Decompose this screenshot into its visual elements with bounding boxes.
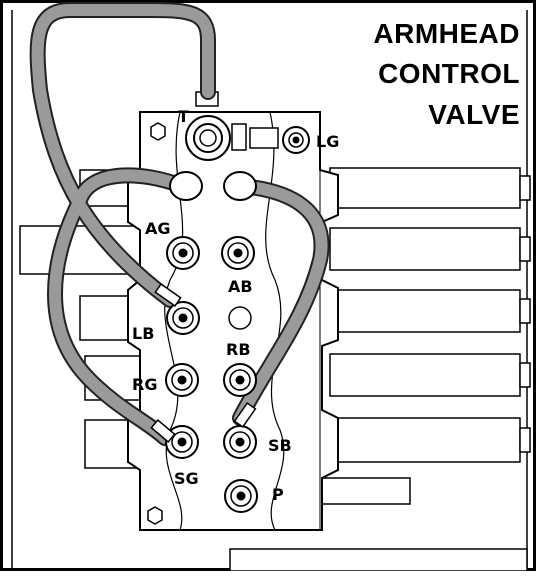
label-rg: RG [132, 375, 157, 394]
label-ab: AB [228, 277, 253, 296]
label-t: T [178, 107, 189, 126]
label-sg: SG [174, 469, 199, 488]
port-ab-fitting [221, 236, 255, 270]
port-p-fitting [224, 479, 258, 513]
port-rg-fitting [165, 363, 199, 397]
footer-box [229, 548, 528, 572]
blank-plug [228, 306, 252, 330]
label-lg: LG [316, 132, 339, 151]
spool-cylinders-right [319, 167, 531, 505]
port-fittings [165, 236, 258, 513]
hose-t-to-lb [31, 4, 214, 306]
hex-bolt-top [150, 122, 166, 141]
port-lb-fitting [166, 301, 200, 335]
hose-ends-top [169, 171, 257, 201]
hoses [31, 4, 328, 444]
title-line-3: VALVE [428, 99, 520, 130]
hex-bolt-bottom [147, 506, 163, 525]
hose-clamps [150, 282, 257, 443]
label-ag: AG [145, 219, 171, 238]
port-sb-fitting [223, 425, 257, 459]
hose-ab-to-sb [234, 180, 328, 424]
label-rb: RB [226, 340, 251, 359]
port-ag-fitting [166, 236, 200, 270]
label-lb: LB [132, 324, 154, 343]
port-lg-fitting [249, 126, 310, 154]
title-line-1: ARMHEAD [373, 18, 520, 49]
title-line-2: CONTROL [378, 58, 520, 89]
port-rb-fitting [223, 363, 257, 397]
hose-ag-to-sg [49, 169, 188, 444]
label-sb: SB [268, 436, 292, 455]
label-p: P [272, 485, 284, 504]
port-t-fitting [185, 91, 247, 161]
